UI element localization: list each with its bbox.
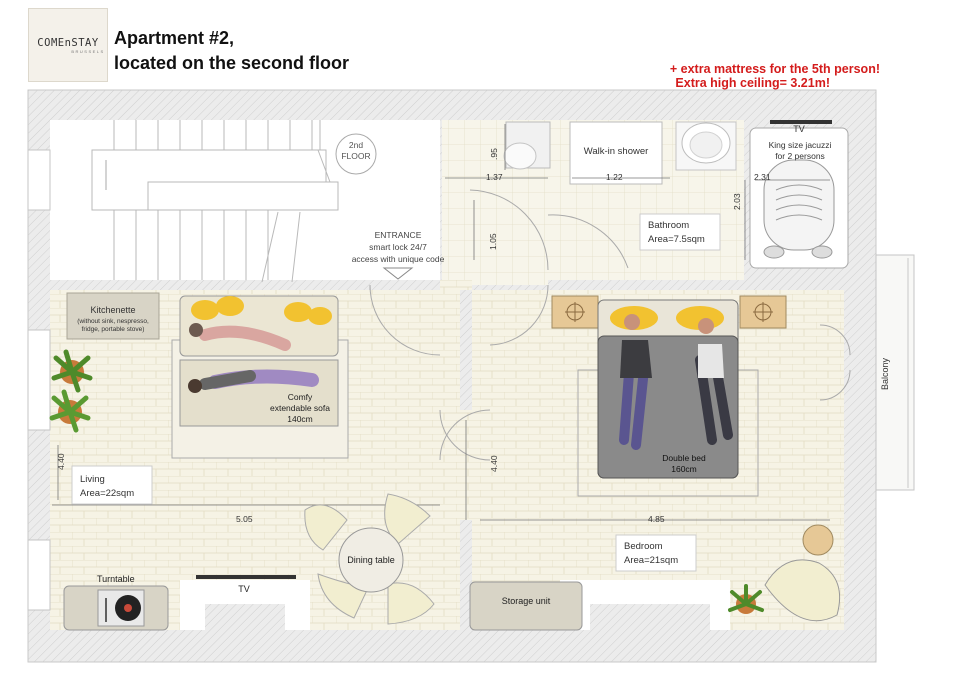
- balcony-label: Balcony: [880, 357, 890, 390]
- turntable-label: Turntable: [97, 574, 135, 584]
- wall-bed-top: [548, 280, 844, 290]
- sofa-label-2: extendable sofa: [270, 403, 330, 413]
- sofa-label-1: Comfy: [288, 392, 313, 402]
- dining-label: Dining table: [347, 555, 395, 565]
- entrance-arrow-icon: [382, 267, 414, 280]
- dim-440-mid: 4.40: [489, 455, 499, 472]
- kitchenette-label-3: fridge, portable stove): [82, 326, 145, 333]
- wall-mid-low: [460, 520, 472, 630]
- page-title: Apartment #2, located on the second floo…: [114, 26, 349, 76]
- living-label-box: [71, 465, 153, 505]
- entrance-label-1: ENTRANCE: [375, 230, 422, 240]
- walk-in-shower: [569, 121, 663, 185]
- dim-505: 5.05: [236, 514, 253, 524]
- wall-bottom-inner2: [590, 604, 710, 630]
- living-label-2: Area=22sqm: [80, 488, 134, 499]
- wall-bottom-inner: [205, 604, 285, 630]
- dining-chairs: [304, 493, 435, 625]
- brand-logo: COMEnSTAY BRUSSELS: [28, 8, 108, 82]
- bedroom-label-2: Area=21sqm: [624, 555, 678, 566]
- staircase: [91, 120, 339, 283]
- dimension-lines: [52, 124, 830, 521]
- plant-icon: [49, 349, 93, 433]
- dining-table: [338, 527, 404, 593]
- kitchenette-label-1: Kitchenette: [90, 305, 135, 315]
- sink: [675, 121, 737, 171]
- brand-logo-subtext: BRUSSELS: [71, 48, 105, 54]
- armchair: [764, 559, 841, 622]
- dim-095: .95: [489, 148, 499, 160]
- dim-203: 2.03: [732, 193, 742, 210]
- bathroom-tv: [770, 120, 832, 124]
- entrance-label-2: smart lock 24/7: [369, 242, 427, 252]
- dim-231: 2.31: [754, 172, 771, 182]
- living-tv: [196, 575, 296, 579]
- jacuzzi: [749, 127, 849, 269]
- storage-unit: [469, 581, 583, 631]
- dim-137: 1.37: [486, 172, 503, 182]
- entrance-label-3: access with unique code: [352, 254, 445, 264]
- living-tv-label: TV: [238, 584, 250, 594]
- title-line-2: located on the second floor: [114, 53, 350, 73]
- dim-122: 1.22: [606, 172, 623, 182]
- double-bed: [597, 299, 739, 479]
- dim-485: 4.85: [648, 514, 665, 524]
- kitchenette-label-2: (without sink, nespresso,: [77, 318, 149, 325]
- dim-105: 1.05: [488, 233, 498, 250]
- wall-living-top: [50, 280, 370, 290]
- sofa: [171, 295, 349, 459]
- side-table: [802, 524, 834, 556]
- toilet: [503, 121, 551, 170]
- bedroom-label-1: Bedroom: [624, 541, 663, 552]
- kitchenette-counter: [66, 292, 160, 340]
- bathroom-label-box: [639, 213, 721, 251]
- jacuzzi-label-1: King size jacuzzi: [769, 140, 832, 150]
- jacuzzi-label-2: for 2 persons: [775, 151, 825, 161]
- shower-label: Walk-in shower: [584, 146, 649, 157]
- note-ceiling: Extra high ceiling= 3.21m!: [675, 76, 830, 90]
- title-line-1: Apartment #2,: [114, 28, 235, 48]
- floor-badge-line2: FLOOR: [341, 151, 370, 161]
- turntable-icon: [97, 589, 145, 627]
- bedroom-label-box: [615, 534, 697, 572]
- brand-logo-text: COMEnSTAY: [37, 36, 99, 49]
- bed-label-1: Double bed: [662, 453, 706, 463]
- living-label-1: Living: [80, 474, 105, 485]
- nightstands: [551, 295, 787, 329]
- window-left: [27, 149, 51, 611]
- storage-label: Storage unit: [502, 596, 551, 606]
- bathroom-label-1: Bathroom: [648, 220, 689, 231]
- bathroom-label-2: Area=7.5sqm: [648, 234, 705, 245]
- floor-badge: [335, 133, 377, 175]
- wall-mid: [460, 290, 472, 410]
- floor-badge-line1: 2nd: [349, 140, 363, 150]
- door-swings: [369, 189, 851, 461]
- bathroom-tv-label: TV: [793, 124, 805, 134]
- note-mattress: + extra mattress for the 5th person!: [669, 62, 880, 76]
- bed-label-2: 160cm: [671, 464, 697, 474]
- sofa-label-3: 140cm: [287, 414, 313, 424]
- dim-440-left: 4.40: [56, 453, 66, 470]
- plant-bedroom-icon: [728, 584, 764, 614]
